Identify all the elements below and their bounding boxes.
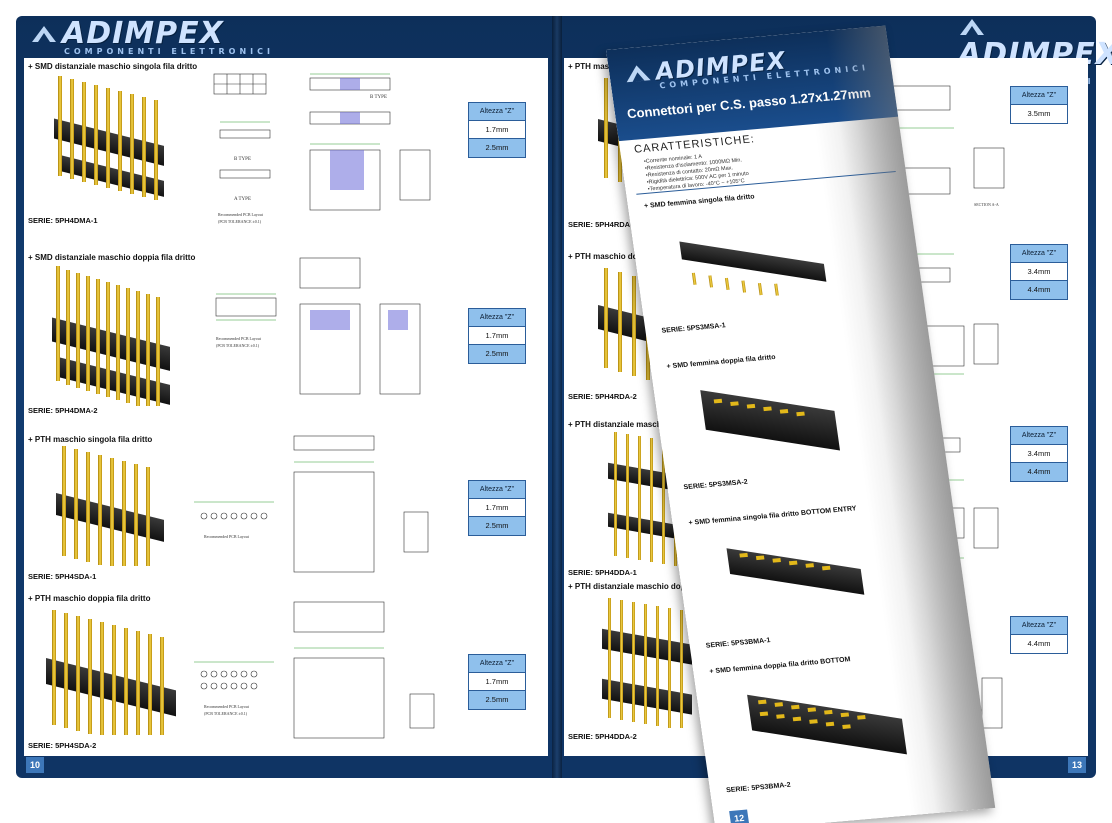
series-label: SERIE: 5PH4RDA-2 xyxy=(568,392,637,401)
height-value: 2.5mm xyxy=(469,139,525,157)
connector-photo xyxy=(52,266,170,406)
height-value: 3.4mm xyxy=(1011,263,1067,281)
logo-mark-icon xyxy=(626,65,651,83)
series-label: SERIE: 5PH4DDA-2 xyxy=(568,732,637,741)
drawing-label: B TYPE xyxy=(234,157,251,162)
logo-wordmark: ADIMPEX xyxy=(62,16,224,51)
drawing-label: Recommended PCB Layout xyxy=(204,704,250,709)
section-title: + PTH maschio doppia fila 90 xyxy=(568,252,679,261)
height-table: Altezza "Z" 1.7mm 2.5mm xyxy=(468,308,526,364)
height-header: Altezza "Z" xyxy=(469,481,525,499)
logo-mark-icon xyxy=(960,18,984,35)
series-label: SERIE: 5PH4DMA-2 xyxy=(28,406,98,415)
connector-photo xyxy=(747,694,907,755)
connector-photo xyxy=(726,548,865,595)
section-title: + SMD femmina singola fila dritto xyxy=(643,193,756,211)
turning-page[interactable]: ADIMPEX COMPONENTI ELETTRONICI Connettor… xyxy=(606,25,996,823)
height-value: 4.4mm xyxy=(1011,281,1067,299)
series-label: SERIE: 5PH4DMA-1 xyxy=(28,216,98,225)
section-title: + SMD femmina singola fila dritto BOTTOM… xyxy=(688,505,857,527)
height-value: 4.4mm xyxy=(1011,463,1067,481)
height-table: Altezza "Z" 3.4mm 4.4mm xyxy=(1010,244,1068,300)
height-table: Altezza "Z" 3.5mm xyxy=(1010,86,1068,124)
page-number: 12 xyxy=(729,809,750,823)
height-value: 2.5mm xyxy=(469,517,525,535)
height-value: 1.7mm xyxy=(469,673,525,691)
height-table: Altezza "Z" 1.7mm 2.5mm xyxy=(468,480,526,536)
connector-photo xyxy=(56,446,164,566)
logo-tagline: COMPONENTI ELETTRONICI xyxy=(64,47,274,56)
height-table: Altezza "Z" 1.7mm 2.5mm xyxy=(468,654,526,710)
technical-drawing: Recommended PCB Layout (PCB TOLERANCE ±0… xyxy=(194,601,435,739)
series-label: SERIE: 5PH4DDA-1 xyxy=(568,568,637,577)
drawing-label: A TYPE xyxy=(234,197,251,202)
section-title: + PTH maschio doppia fila dritto xyxy=(28,594,151,603)
connector-photo xyxy=(46,610,176,735)
height-header: Altezza "Z" xyxy=(469,655,525,673)
height-table: Altezza "Z" 3.4mm 4.4mm xyxy=(1010,426,1068,482)
height-header: Altezza "Z" xyxy=(1011,617,1067,635)
height-header: Altezza "Z" xyxy=(1011,427,1067,445)
technical-drawing: Recommended PCB Layout xyxy=(194,435,429,573)
technical-drawing: Recommended PCB Layout (PCB TOLERANCE ±0… xyxy=(215,257,421,395)
height-header: Altezza "Z" xyxy=(469,309,525,327)
section-title: + SMD distanziale maschio singola fila d… xyxy=(28,62,198,71)
series-label: SERIE: 5PS3BMA-2 xyxy=(725,781,792,795)
section-title: + PTH maschio singola fila dritto xyxy=(28,435,153,444)
height-header: Altezza "Z" xyxy=(1011,87,1067,105)
drawing-label: (PCB TOLERANCE ±0.1) xyxy=(204,711,248,716)
drawing-label: (PCB TOLERANCE ±0.1) xyxy=(218,219,262,224)
section-title: + PTH distanziale maschio singola fila d… xyxy=(568,420,731,429)
drawing-label: (PCB TOLERANCE ±0.1) xyxy=(216,343,260,348)
section-title: + SMD femmina doppia fila dritto BOTTOM xyxy=(709,656,851,676)
height-value: 1.7mm xyxy=(469,499,525,517)
connector-photo xyxy=(700,390,841,451)
section-title: + PTH distanziale maschio doppia fila dr… xyxy=(568,582,734,591)
drawing-label: Recommended PCB Layout xyxy=(216,336,262,341)
series-label: SERIE: 5PS3MSA-2 xyxy=(683,478,749,492)
logo-mark-icon xyxy=(32,25,56,42)
series-label: SERIE: 5PS3MSA-1 xyxy=(661,322,727,335)
drawing-label: SECTION A-A xyxy=(974,202,999,207)
series-label: SERIE: 5PH4SDA-1 xyxy=(28,572,97,581)
technical-drawing: B TYPE B TYPE A TYPE Recommended PCB Lay… xyxy=(213,73,431,224)
left-page: + SMD distanziale maschio singola fila d… xyxy=(24,58,548,756)
height-value: 3.5mm xyxy=(1027,109,1051,118)
connector-photo xyxy=(54,76,164,200)
page-number: 13 xyxy=(1068,757,1086,773)
drawing-label: B TYPE xyxy=(370,95,387,100)
height-value: 1.7mm xyxy=(469,327,525,345)
height-value: 1.7mm xyxy=(469,121,525,139)
height-value: 3.4mm xyxy=(1011,445,1067,463)
height-table: Altezza "Z" 1.7mm 2.5mm xyxy=(468,102,526,158)
section-title: + SMD femmina doppia fila dritto xyxy=(666,353,777,371)
height-value: 2.5mm xyxy=(469,345,525,363)
series-label: SERIE: 5PS3BMA-1 xyxy=(705,637,771,650)
height-table: Altezza "Z" 4.4mm xyxy=(1010,616,1068,654)
connector-photo xyxy=(679,241,827,296)
height-value: 2.5mm xyxy=(469,691,525,709)
connector-photo xyxy=(602,598,692,728)
series-label: SERIE: 5PH4RDA-1 xyxy=(568,220,637,229)
series-label: SERIE: 5PH4SDA-2 xyxy=(28,741,97,750)
brand-logo-turning: ADIMPEX COMPONENTI ELETTRONICI xyxy=(622,39,870,93)
height-value: 4.4mm xyxy=(1027,639,1051,648)
brand-logo-left: ADIMPEX COMPONENTI ELETTRONICI xyxy=(30,16,274,56)
page-number: 10 xyxy=(26,757,44,773)
height-header: Altezza "Z" xyxy=(1011,245,1067,263)
drawing-label: Recommended PCB Layout xyxy=(204,534,250,539)
book-gutter xyxy=(552,16,562,778)
height-header: Altezza "Z" xyxy=(469,103,525,121)
drawing-label: Recommended PCB Layout xyxy=(218,212,264,217)
section-title: + SMD distanziale maschio doppia fila dr… xyxy=(28,253,196,262)
